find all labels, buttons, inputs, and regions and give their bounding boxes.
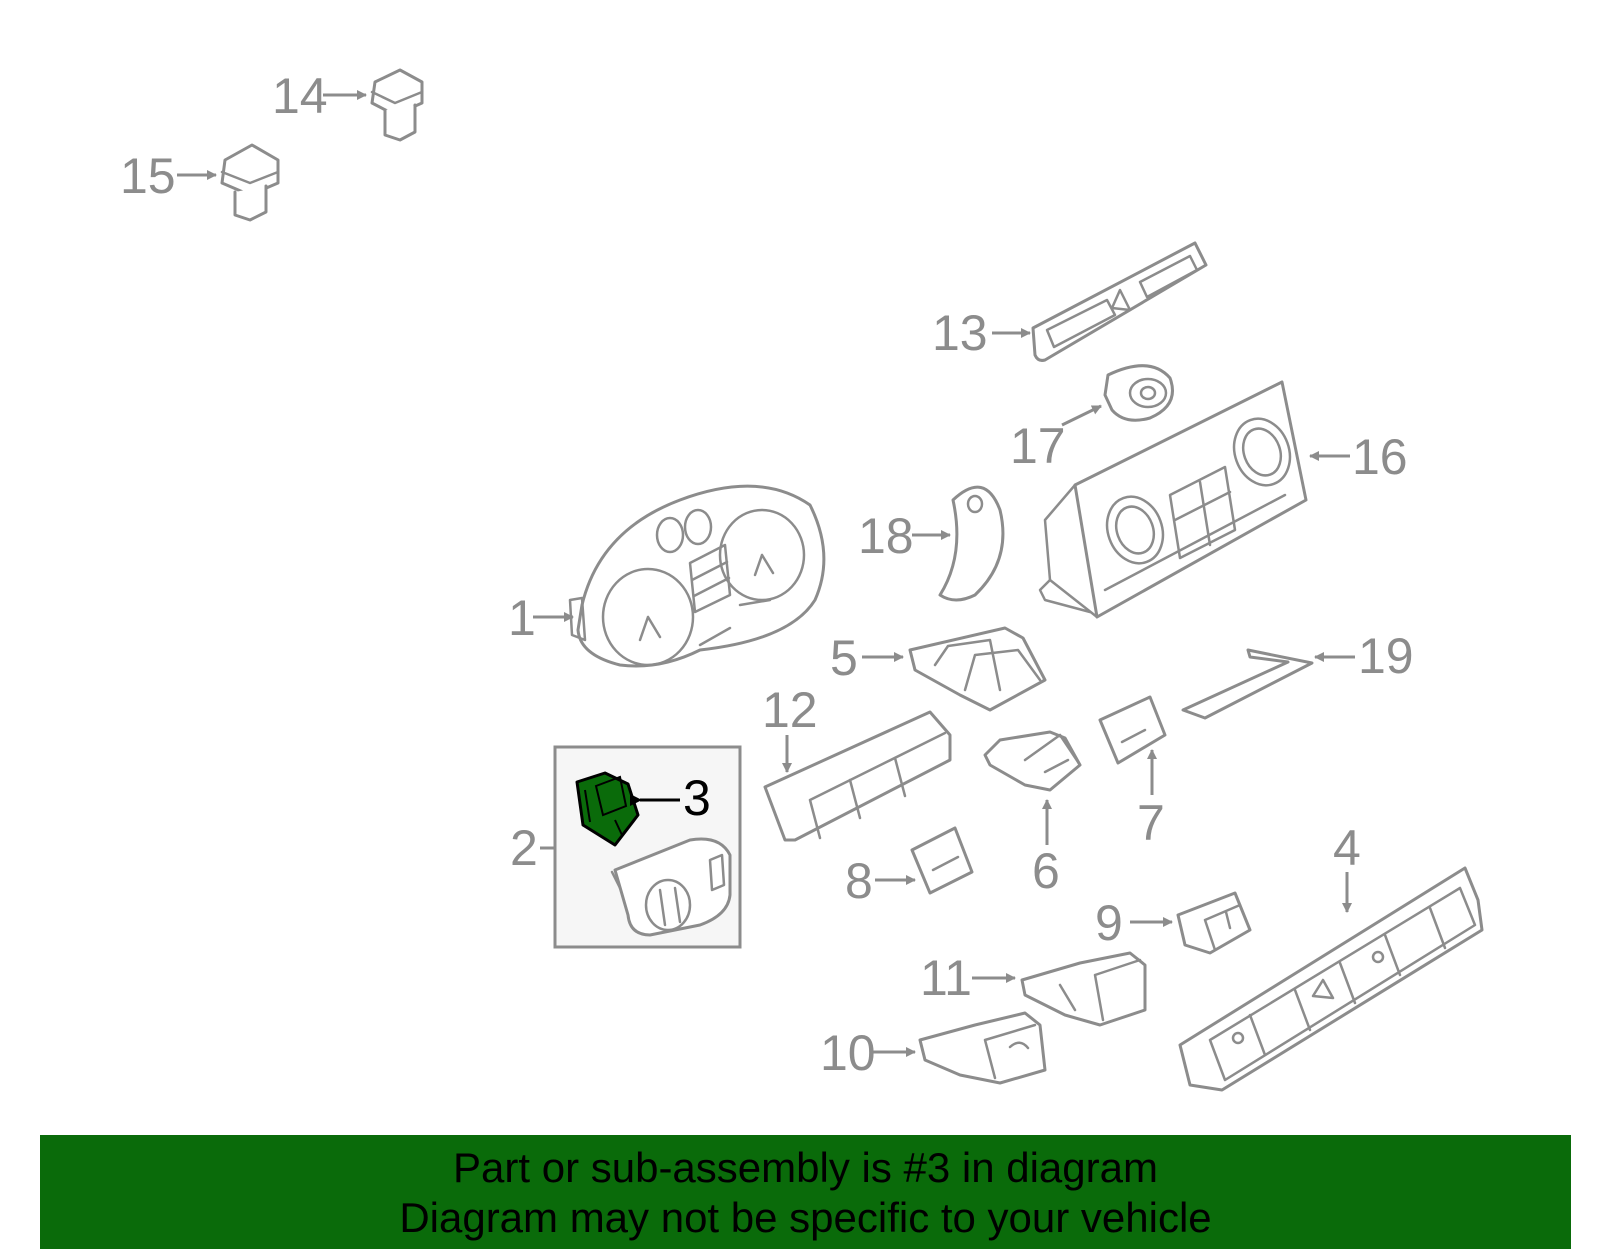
callout-16: 16 [1309, 429, 1408, 485]
svg-text:5: 5 [830, 630, 858, 686]
callout-3: 3 [630, 770, 711, 826]
callout-13: 13 [932, 305, 1031, 361]
callout-10: 10 [820, 1025, 916, 1081]
part-9-switch [1176, 891, 1252, 955]
part-7-switch-cap [1098, 695, 1167, 765]
svg-text:15: 15 [120, 148, 176, 204]
part-14-button-cap [370, 68, 424, 142]
notice-banner: Part or sub-assembly is #3 in diagram Di… [40, 1135, 1571, 1249]
callout-18: 18 [858, 508, 951, 564]
part-11-switch [1020, 951, 1147, 1027]
callout-9: 9 [1095, 895, 1173, 951]
part-2-assembly-inset [553, 745, 742, 949]
callout-14: 14 [272, 68, 367, 124]
svg-text:4: 4 [1333, 820, 1361, 876]
callout-6: 6 [1032, 799, 1060, 899]
svg-text:1: 1 [508, 590, 536, 646]
part-16-climate-control-panel [1038, 380, 1308, 619]
part-10-switch [918, 1011, 1047, 1085]
svg-text:16: 16 [1352, 429, 1408, 485]
part-8-switch-cap [910, 826, 974, 895]
svg-text:6: 6 [1032, 843, 1060, 899]
part-12-switch-panel [763, 710, 952, 842]
svg-text:7: 7 [1137, 795, 1165, 851]
svg-text:9: 9 [1095, 895, 1123, 951]
svg-text:18: 18 [858, 508, 914, 564]
callout-2: 2 [510, 820, 555, 876]
callout-15: 15 [120, 148, 217, 204]
part-19-trim-strip [1181, 648, 1314, 720]
callout-1: 1 [508, 590, 574, 646]
callout-7: 7 [1137, 749, 1165, 851]
part-1-instrument-cluster [568, 484, 826, 668]
part-17-control-knob [1103, 364, 1174, 422]
notice-line-1: Part or sub-assembly is #3 in diagram [453, 1144, 1158, 1191]
callout-4: 4 [1333, 820, 1361, 913]
callout-11: 11 [920, 950, 1016, 1006]
callout-5: 5 [830, 630, 904, 686]
part-4-switch-panel [1178, 866, 1484, 1092]
svg-text:3: 3 [683, 770, 711, 826]
svg-text:13: 13 [932, 305, 988, 361]
callout-19: 19 [1314, 628, 1414, 684]
part-15-button-cap [220, 143, 280, 222]
callout-8: 8 [845, 853, 916, 909]
part-5-switch-housing [908, 626, 1047, 712]
notice-line-2: Diagram may not be specific to your vehi… [399, 1194, 1212, 1241]
svg-text:2: 2 [510, 820, 538, 876]
svg-text:10: 10 [820, 1025, 876, 1081]
part-13-switch-trim-strip [1031, 241, 1208, 362]
svg-text:11: 11 [920, 950, 972, 1006]
callout-17: 17 [1010, 404, 1102, 474]
svg-text:19: 19 [1358, 628, 1414, 684]
part-6-switch [983, 730, 1082, 792]
callout-12: 12 [762, 682, 818, 773]
svg-text:14: 14 [272, 68, 328, 124]
svg-text:12: 12 [762, 682, 818, 738]
svg-text:8: 8 [845, 853, 873, 909]
part-18-trim-cover [938, 485, 1005, 602]
part-3-highlighted-switch [575, 771, 640, 847]
svg-text:17: 17 [1010, 418, 1066, 474]
